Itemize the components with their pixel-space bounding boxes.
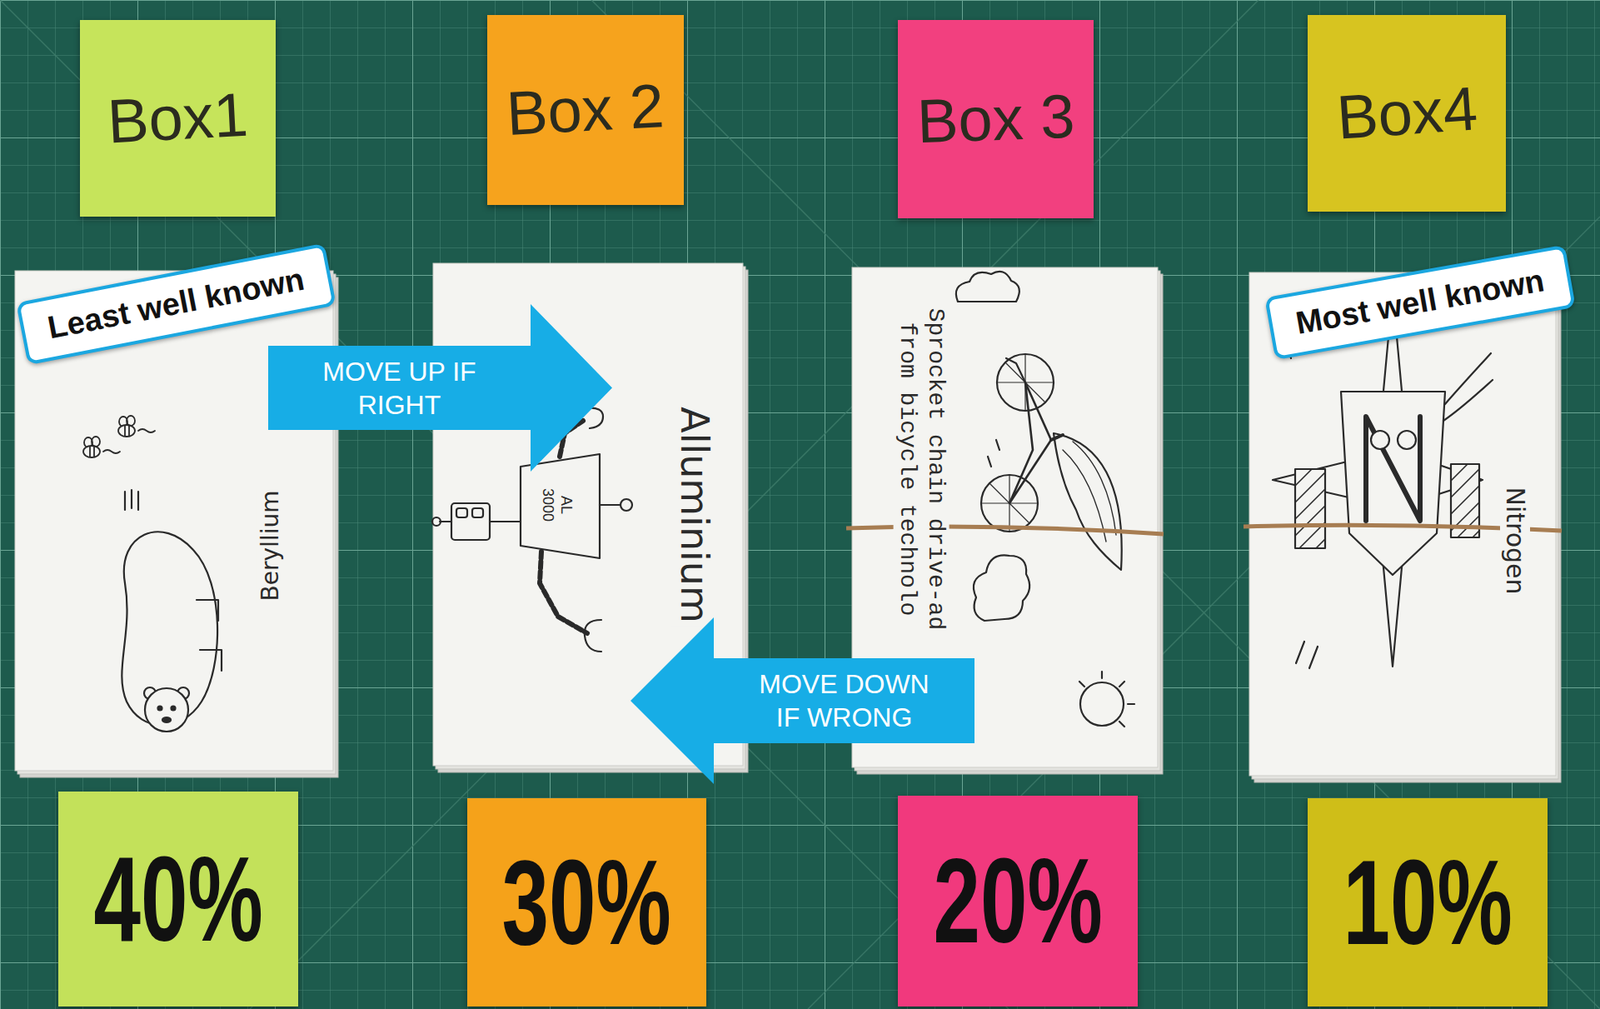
box-heading: Box 3	[916, 85, 1077, 154]
motion-mark	[987, 456, 992, 467]
bicycle-handlebar	[1006, 358, 1026, 383]
robot-chest-label: AL 3000	[538, 478, 574, 531]
emblem-shield	[1340, 391, 1446, 575]
block-arrow-body	[630, 617, 975, 784]
callout-tag: Most well known	[1264, 244, 1576, 360]
block-arrow-body	[268, 304, 613, 472]
sun-ray	[1119, 681, 1125, 687]
bee-body	[83, 445, 100, 458]
robot-antenna-knob	[620, 498, 633, 511]
block-arrow: MOVE DOWN IF WRONG	[630, 617, 975, 784]
card-word: Beryllium	[256, 488, 285, 604]
block-arrow-shape	[630, 617, 975, 784]
cloud	[956, 271, 1020, 302]
goggle-lens	[1397, 430, 1416, 449]
box-heading: Box1	[105, 84, 250, 154]
bear-nose	[162, 717, 171, 723]
percentage: 20%	[932, 840, 1102, 962]
robot-eye	[456, 508, 468, 518]
emblem-wing	[1443, 353, 1493, 421]
callout-text: Most well known	[1293, 262, 1548, 342]
callout-text: Least well known	[44, 261, 307, 348]
percentage-note: 40%	[58, 791, 299, 1007]
arrow-label-area: MOVE UP IF RIGHT	[268, 345, 531, 430]
arrow-label-area: MOVE DOWN IF WRONG	[713, 657, 975, 743]
percentage-note: 20%	[897, 795, 1138, 1007]
cloud	[973, 554, 1030, 621]
wing-feather	[1072, 441, 1117, 535]
robot-neck	[489, 520, 521, 523]
bicycle-wing	[1053, 433, 1122, 570]
robot-head	[451, 503, 490, 540]
bee-stripe	[93, 446, 95, 457]
bee-stripe	[89, 446, 91, 457]
bee-stripe	[128, 425, 130, 436]
robot-body	[520, 453, 600, 559]
bicycle-frame	[1009, 382, 1052, 504]
bear-sketch	[121, 489, 222, 732]
flash-card: Nitrogen	[1249, 272, 1556, 776]
percentage: 10%	[1342, 842, 1512, 963]
sun-ray	[1119, 721, 1125, 727]
robot-antenna	[599, 503, 621, 506]
arrow-text: MOVE DOWN IF WRONG	[754, 667, 934, 734]
motion-mark	[130, 489, 133, 509]
hatched-block	[1295, 468, 1326, 549]
bear-leg	[199, 649, 222, 671]
robot-antenna-knob	[432, 517, 441, 526]
sun-ray	[1101, 671, 1103, 678]
card-word: Nitrogen	[1500, 483, 1531, 597]
bee-sketch	[83, 415, 155, 458]
box-heading-note: Box 3	[897, 19, 1094, 219]
bear-head	[144, 687, 189, 732]
bear-eye	[171, 706, 176, 711]
bicycle-sketch	[956, 271, 1135, 727]
bear-eye	[158, 706, 163, 711]
sun	[1080, 682, 1124, 726]
sun-ray	[1079, 681, 1085, 687]
card-note: Sprocket chain drive-ad from bicycle tec…	[892, 299, 949, 639]
box-heading-note: Box1	[79, 19, 276, 217]
motion-mark	[1295, 641, 1318, 668]
card-word: Alluminium	[670, 403, 717, 626]
bee-trail	[138, 428, 155, 433]
motion-mark	[996, 439, 1000, 450]
robot-eye	[472, 508, 484, 518]
box-heading: Box 2	[505, 74, 667, 145]
arrow-text: MOVE UP IF RIGHT	[309, 354, 489, 422]
box-heading: Box4	[1334, 77, 1479, 150]
robot-claw	[584, 619, 602, 652]
percentage: 30%	[502, 842, 672, 963]
bicycle-wheel	[996, 353, 1054, 411]
hatching	[1295, 468, 1326, 549]
bee-body	[118, 424, 135, 437]
block-arrow-shape	[268, 304, 613, 472]
robot-arm	[539, 551, 588, 634]
box-heading-note: Box4	[1307, 14, 1506, 212]
motion-mark	[124, 491, 126, 510]
block-arrow: MOVE UP IF RIGHT	[268, 304, 613, 472]
diagonal-line	[807, 216, 1600, 1009]
emblem-letter-shape	[1365, 416, 1421, 521]
bee-stripe	[124, 425, 126, 436]
box-heading-note: Box 2	[487, 14, 684, 205]
percentage-note: 10%	[1307, 797, 1548, 1007]
bee-trail	[103, 449, 120, 454]
sun-ray	[1127, 702, 1135, 705]
percentage: 40%	[93, 838, 263, 960]
goggle-lens	[1370, 430, 1390, 449]
bear-leg	[196, 599, 219, 621]
diagonal-line	[249, 0, 1259, 1009]
motion-mark	[137, 491, 140, 510]
percentage-note: 30%	[467, 797, 707, 1007]
